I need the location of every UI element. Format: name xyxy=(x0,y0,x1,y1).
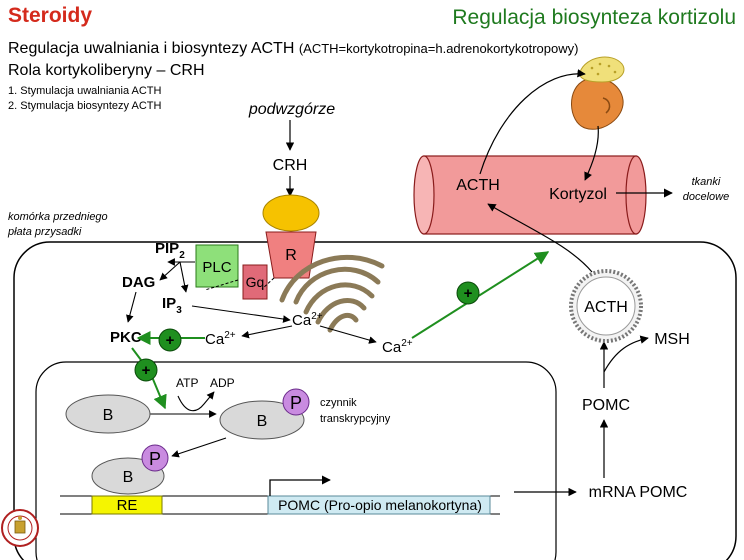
transcription-factor-b-phosphorylated xyxy=(219,400,305,440)
kidney-adrenal-icon xyxy=(571,56,625,130)
svg-text:B: B xyxy=(257,413,268,430)
atp-label: ATP xyxy=(176,376,198,390)
nucleus-membrane xyxy=(35,361,557,560)
intro-list: 1. Stymulacja uwalniania ACTH 2. Stymula… xyxy=(8,84,161,114)
cell-label-line2: płata przysadki xyxy=(7,226,82,238)
crh-label: CRH xyxy=(273,157,308,174)
acth-vesicle-label: ACTH xyxy=(584,299,628,316)
stimulation-badge xyxy=(158,328,182,352)
pomc-gene-box xyxy=(267,495,491,515)
svg-text:B: B xyxy=(103,407,114,424)
stimulation-badge xyxy=(456,281,480,305)
pip2-label: PIP2 xyxy=(155,240,185,261)
tf-label-line2: transkrypcyjny xyxy=(320,413,391,425)
vessel-cortisol-label: Kortyzol xyxy=(549,186,607,203)
tf-label-line1: czynnik xyxy=(320,397,357,409)
svg-text:P: P xyxy=(149,449,161,469)
blood-vessel xyxy=(413,155,647,235)
slide-subtitle: Regulacja biosynteza kortizolu xyxy=(452,6,736,29)
university-seal-logo xyxy=(1,509,39,547)
response-element-box xyxy=(91,495,163,515)
msh-label: MSH xyxy=(654,331,690,348)
target-tissues-line2: docelowe xyxy=(683,191,729,203)
gq-protein-icon xyxy=(242,264,268,300)
hypothalamus-label: podwzgórze xyxy=(248,101,335,118)
svg-text:RE: RE xyxy=(117,497,138,514)
mrna-pomc-label: mRNA POMC xyxy=(589,484,688,501)
ip3-label: IP3 xyxy=(162,295,182,316)
svg-text:P: P xyxy=(290,393,302,413)
stimulation-badge xyxy=(134,358,158,382)
intro-list-item: 1. Stymulacja uwalniania ACTH xyxy=(8,85,162,97)
cell-label-line1: komórka przedniego xyxy=(8,211,108,223)
calcium-label-1: Ca2+ xyxy=(205,330,236,348)
crh-hormone-icon xyxy=(262,194,320,232)
receptor-icon xyxy=(265,231,317,279)
intro-line-1-note: (ACTH=kortykotropina=h.adrenokortykotrop… xyxy=(298,41,579,56)
pomc-gene-label: POMC (Pro-opio melanokortyna) xyxy=(278,497,482,513)
plc-enzyme-icon xyxy=(195,244,239,288)
target-tissues-line1: tkanki xyxy=(692,176,721,188)
receptor-label: R xyxy=(285,247,297,264)
transcription-start-arrow xyxy=(269,475,331,496)
cell-membrane xyxy=(13,241,737,560)
vessel-acth-label: ACTH xyxy=(456,177,500,194)
gq-label: Gq xyxy=(246,274,265,290)
phosphate-icon xyxy=(282,388,310,416)
svg-text:B: B xyxy=(123,469,134,486)
calcium-label-2: Ca2+ xyxy=(292,311,323,329)
transcription-factor-b xyxy=(65,394,151,434)
plc-label: PLC xyxy=(202,259,231,276)
acth-vesicle-icon xyxy=(569,269,643,343)
svg-text:+: + xyxy=(464,285,473,302)
pkc-label: PKC xyxy=(110,329,142,346)
pomc-label: POMC xyxy=(582,397,630,414)
intro-line-1-main: Regulacja uwalniania i biosyntezy ACTH xyxy=(8,40,299,57)
endoplasmic-reticulum-icon xyxy=(279,254,385,333)
calcium-label-3: Ca2+ xyxy=(382,338,413,356)
phosphate-icon xyxy=(141,444,169,472)
svg-text:+: + xyxy=(166,332,175,349)
svg-text:+: + xyxy=(142,362,151,379)
dag-label: DAG xyxy=(122,274,155,291)
adp-label: ADP xyxy=(210,376,235,390)
slide-title: Steroidy xyxy=(8,4,93,27)
intro-line-1: Regulacja uwalniania i biosyntezy ACTH (… xyxy=(8,40,578,58)
intro-line-2: Rola kortykoliberyny – CRH xyxy=(8,62,205,79)
intro-list-item: 2. Stymulacja biosyntezy ACTH xyxy=(8,100,162,112)
